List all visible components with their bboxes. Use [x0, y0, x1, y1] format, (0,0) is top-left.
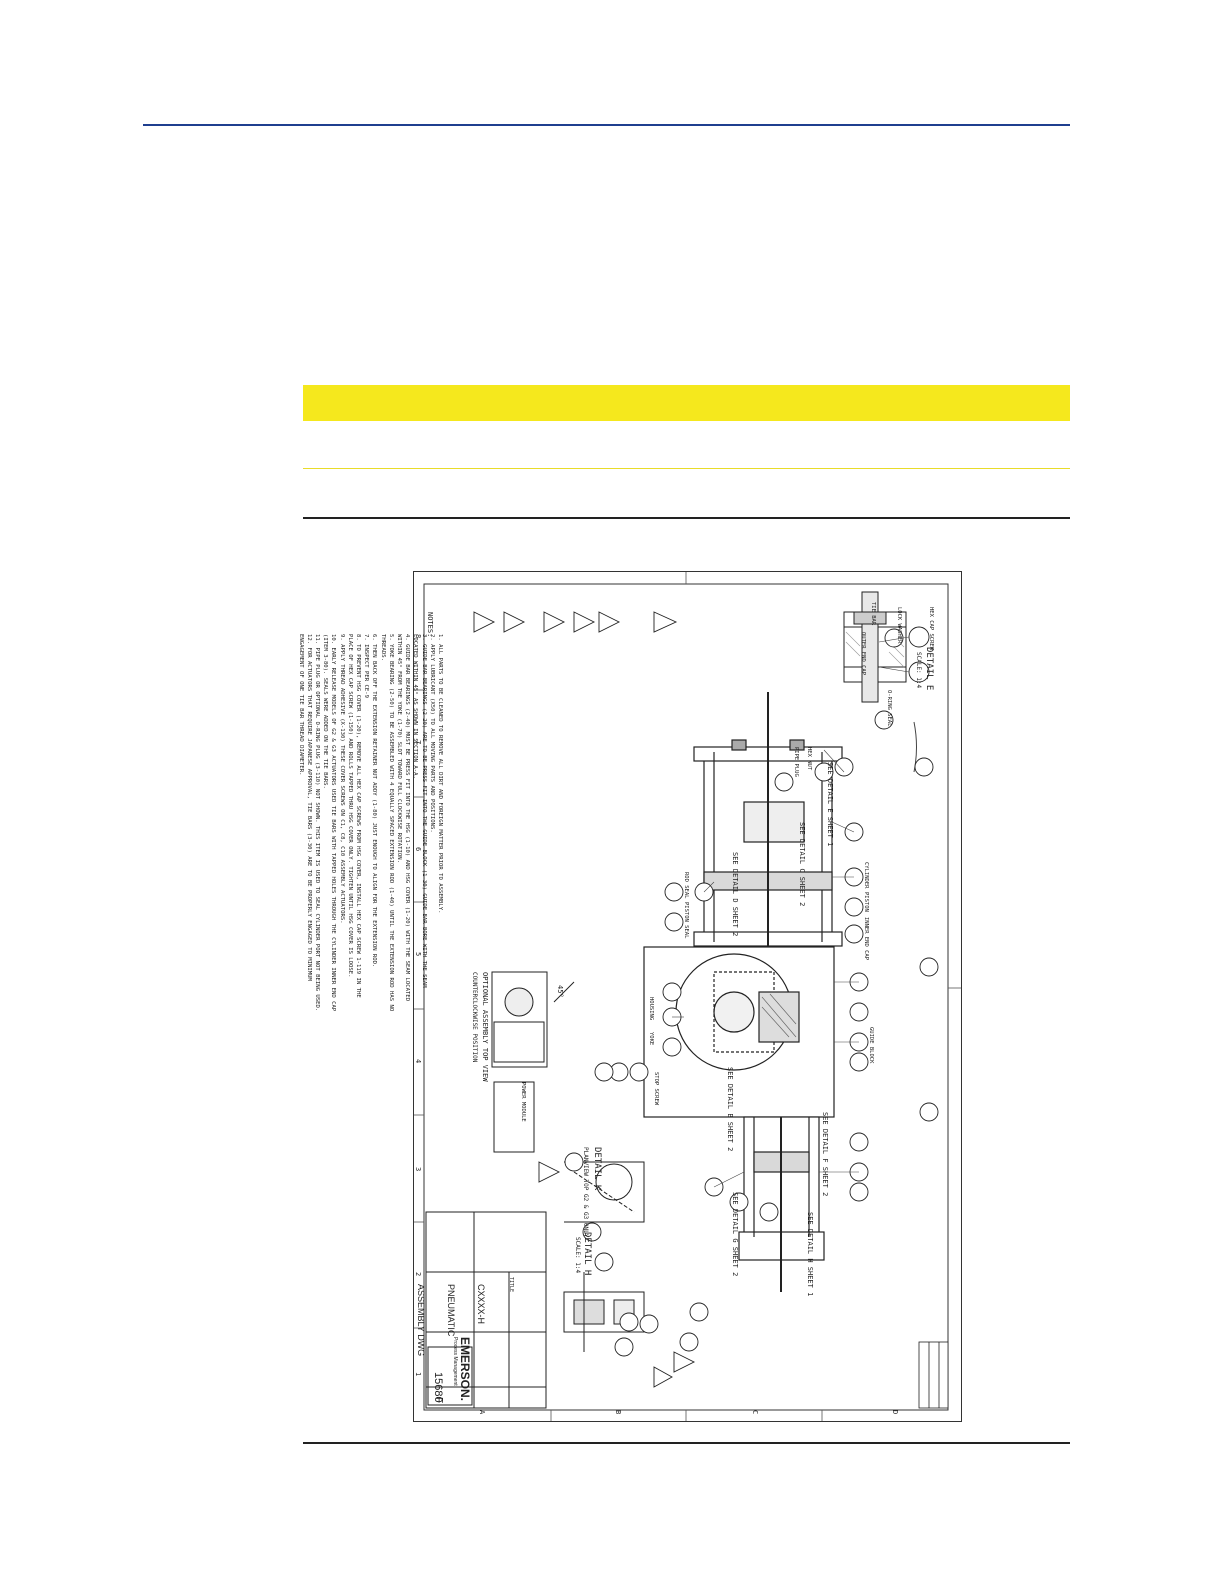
note-item: 8. TO PREVENT HSG COVER (1-20), REMOVE A… — [346, 634, 361, 998]
detail-h-view — [563, 1272, 645, 1352]
note-item: 10. EARLY RELEASE MODELS OF G2 & G3 ACTU… — [322, 634, 337, 1012]
note-item: 5. YOKE BEARING (2-50) TO BE ASSEMBLED W… — [379, 634, 394, 1012]
grid-number: 2 — [414, 1272, 422, 1277]
callout-stop-screw: STOP SCREW — [653, 1072, 659, 1106]
leader-lines — [672, 636, 910, 1188]
title-label: TITLE — [508, 1277, 514, 1293]
note-item: 9. APPLY THREAD ADHESIVE (X-130) THESE C… — [338, 634, 345, 924]
detail-e-scale: SCALE: 1:4 — [915, 652, 922, 689]
callout-lock-washer: LOCK WASHER — [896, 607, 902, 644]
callout-hex-nut: HEX NUT — [806, 747, 812, 771]
callout-see-detail-b: SEE DETAIL B SHEET 2 — [726, 1067, 734, 1152]
angle-label: 45° — [556, 985, 564, 998]
drawing-svg — [414, 572, 961, 1421]
detail-h-scale: SCALE: 1:4 — [574, 1237, 581, 1274]
callout-rod-seal: ROD SEAL — [683, 872, 689, 899]
revision-letter: F — [433, 1397, 444, 1404]
caution-band — [303, 385, 1070, 421]
title-block — [425, 1211, 547, 1409]
callout-pipe-plug: PIPE PLUG — [793, 747, 799, 777]
caution-rule — [303, 468, 1070, 469]
note-item: 11. PIPE PLUG OR OPTIONAL O-RING PLUG (3… — [313, 634, 320, 1012]
callout-see-detail-d: SEE DETAIL D SHEET 2 — [731, 852, 739, 937]
callout-balloons — [564, 626, 939, 1357]
optional-view-sub: COUNTERCLOCKWISE POSITION — [471, 972, 478, 1063]
callout-inner-end-cap: INNER END CAP — [863, 917, 869, 961]
detail-k-label: DETAIL K — [592, 1147, 602, 1191]
grid-number: 6 — [414, 847, 422, 852]
grid-number: 8 — [414, 634, 422, 639]
notes-block: 1. ALL PARTS TO BE CLEANED TO REMOVE ALL… — [296, 634, 444, 1014]
grid-letter: B — [614, 1410, 622, 1415]
detail-e-label: DETAIL E — [924, 647, 934, 691]
optional-top-view — [491, 971, 575, 1153]
drawing-title: CXXXX-H PNEUMATIC ASSEMBLY DWG — [396, 1284, 506, 1356]
callout-hex-cap-screw: HEX CAP SCREW — [928, 607, 934, 651]
detail-h-label: DETAIL H — [582, 1232, 592, 1276]
grid-zone-marks — [414, 572, 961, 1421]
revision-block — [918, 1341, 949, 1409]
note-item: 4. GUIDE BAR BEARINGS (2-40) MUST BE PRE… — [395, 634, 411, 1002]
header-rule — [143, 124, 1070, 126]
callout-see-detail-f: SEE DETAIL F SHEET 2 — [821, 1112, 829, 1197]
grid-number: 3 — [414, 1167, 422, 1172]
callout-piston-seal: PISTON SEAL — [683, 902, 689, 939]
grid-number: 7 — [414, 740, 422, 745]
callout-tie-bar: TIE BAR — [870, 602, 876, 626]
grid-number: 4 — [414, 1059, 422, 1064]
callout-outer-end-cap: OUTER END CAP — [860, 632, 866, 676]
note-item: 3. GUIDE BAR BEARINGS (2-20) ARE TO BE P… — [412, 634, 427, 988]
grid-number: 5 — [414, 952, 422, 957]
callout-see-detail-e: SEE DETAIL E SHEET 1 — [826, 762, 834, 847]
callout-cylinder: CYLINDER — [863, 862, 869, 889]
detail-k-view — [564, 1161, 645, 1223]
callout-o-ring-seal: O-RING SEAL — [886, 690, 892, 727]
detail-k-sub: PLANVIEW TOP G2 & G3 ONLY — [582, 1147, 589, 1238]
actuator-body — [643, 692, 843, 1292]
callout-piston: PISTON — [863, 892, 869, 912]
callout-yoke: YOKE — [648, 1032, 654, 1046]
note-item: 7. INSPECT PER CE-9 — [363, 634, 370, 698]
section-rule-top — [303, 517, 1070, 519]
drawing-title-line: CXXXX-H — [476, 1284, 486, 1325]
note-item: 6. THEN BACK OFF THE EXTENSION RETAINER … — [371, 634, 378, 968]
grid-number: 1 — [414, 1372, 422, 1377]
grid-letter: D — [891, 1410, 899, 1415]
callout-see-detail-h: SEE DETAIL H SHEET 1 — [806, 1212, 814, 1297]
note-flags — [473, 611, 696, 1388]
assembly-drawing: NOTES: 1. ALL PARTS TO BE CLEANED TO REM… — [298, 571, 962, 1422]
drawing-title-line: ASSEMBLY DWG — [416, 1284, 426, 1357]
callout-see-detail-c: SEE DETAIL C SHEET 2 — [798, 822, 806, 907]
note-item: 12. FOR ACTUATORS THAT REQUIRE JAPANESE … — [297, 634, 312, 981]
emerson-logo: EMERSON. — [458, 1337, 472, 1402]
grid-letter: A — [478, 1410, 486, 1415]
section-rule-bottom — [303, 1442, 1070, 1444]
optional-view-label: OPTIONAL ASSEMBLY TOP VIEW — [481, 972, 489, 1082]
callout-guide-block: GUIDE BLOCK — [868, 1027, 874, 1064]
callout-power-module: POWER MODULE — [520, 1082, 526, 1122]
note-item: 2. APPLY LUBRICANT (X50) TO ALL MOVING P… — [428, 634, 435, 833]
grid-letter: C — [751, 1410, 759, 1415]
callout-see-detail-g: SEE DETAIL G SHEET 2 — [731, 1192, 739, 1277]
note-item: 1. ALL PARTS TO BE CLEANED TO REMOVE ALL… — [437, 634, 443, 914]
detail-e-view — [843, 591, 917, 773]
emerson-subtitle: Process Management — [452, 1337, 458, 1386]
callout-housing: HOUSING — [648, 997, 654, 1021]
